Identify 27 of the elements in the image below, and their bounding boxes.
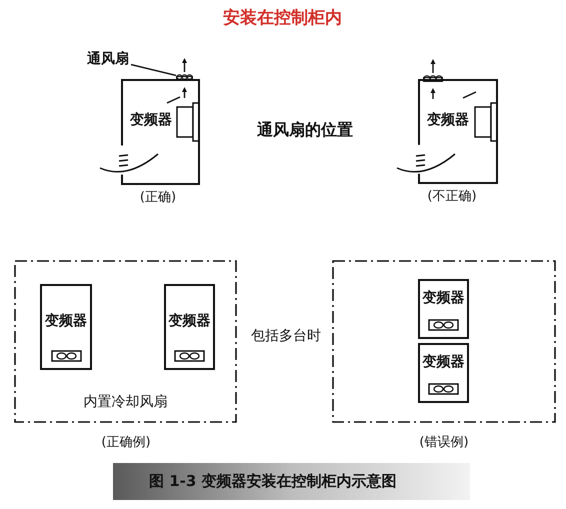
device-label: 通风扇: [85, 50, 131, 68]
control-cabinet-panel: [332, 260, 556, 423]
device-label: 变频器: [425, 111, 471, 129]
figure-caption: (错误例): [419, 435, 469, 451]
figure-caption: (不正确): [427, 189, 477, 205]
inverter-label: 变频器: [45, 312, 87, 330]
inverter-label: 变频器: [168, 312, 210, 330]
figure-caption: (正确): [140, 190, 176, 206]
annotation-text: 通风扇的位置: [256, 119, 354, 141]
annotation-text: 包括多台时: [250, 327, 322, 346]
panel-label: 内置冷却风扇: [82, 393, 168, 411]
cabinet-outline: [419, 80, 497, 183]
inverter-label: 变频器: [422, 353, 464, 371]
inverter-unit: [418, 279, 469, 339]
inverter-label: 变频器: [422, 289, 464, 307]
inverter-unit: [40, 284, 92, 370]
inverter-unit: [418, 343, 469, 403]
device-label: 变频器: [128, 111, 174, 129]
figure-caption: (正确例): [101, 435, 151, 451]
caption-bar: 图 1-3 变频器安装在控制柜内示意图: [113, 463, 470, 500]
cabinet-outline: [122, 80, 199, 184]
leader-line: [130, 64, 176, 76]
control-cabinet-panel: [14, 260, 237, 423]
ventilation-fan: [176, 74, 193, 81]
diagram-title: 安装在控制柜内: [223, 7, 342, 30]
inverter-unit: [164, 284, 215, 370]
ventilation-fan: [423, 75, 443, 82]
